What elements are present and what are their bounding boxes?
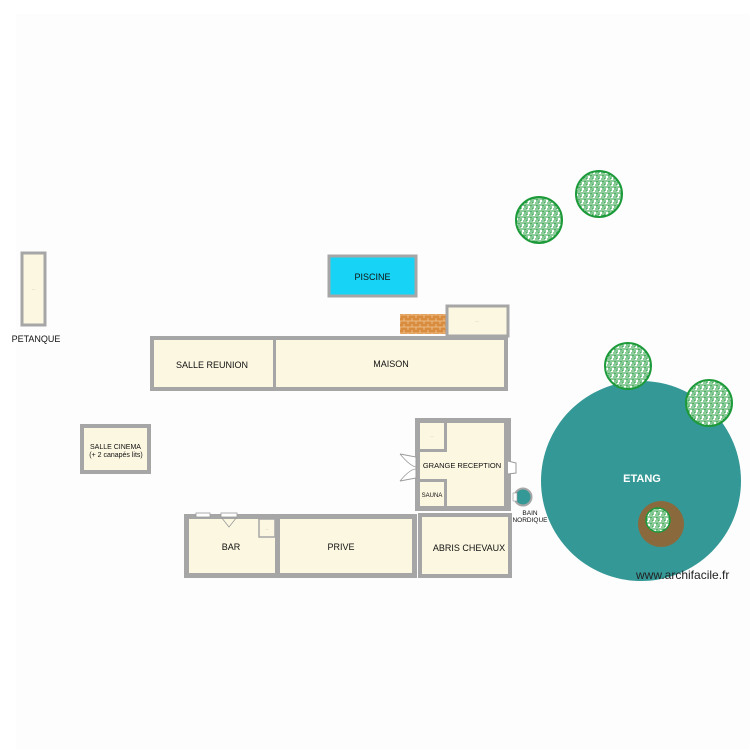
sauna-room[interactable]	[420, 482, 444, 506]
grange-storage-room[interactable]	[420, 423, 444, 449]
petanque-court[interactable]	[20, 251, 47, 327]
bar-wc-room[interactable]	[258, 518, 276, 538]
wc-dimension: ···	[266, 527, 269, 531]
bain-step	[512, 492, 518, 502]
annex-dimension: ····	[475, 319, 479, 323]
label-salle-reunion: SALLE REUNION	[176, 360, 248, 370]
tree-icon	[575, 170, 623, 218]
label-sauna: SAUNA	[422, 493, 443, 499]
label-salle-cinema: SALLE CINEMA	[90, 444, 141, 451]
salle-cinema-room[interactable]	[80, 424, 151, 474]
salle-reunion-room[interactable]	[154, 340, 273, 387]
grange-reception-room[interactable]	[447, 423, 504, 506]
tree-icon	[645, 507, 671, 533]
label-bar: BAR	[222, 542, 241, 552]
label-bain-nordique: NORDIQUE	[512, 517, 548, 524]
petanque-dimension: ····	[32, 287, 36, 291]
abris-chevaux-room[interactable]	[418, 513, 512, 578]
label-abris-chevaux: ABRIS CHEVAUX	[433, 543, 505, 553]
door-icon[interactable]	[399, 453, 417, 482]
door-icon[interactable]	[195, 512, 238, 528]
grange-corridor[interactable]	[420, 452, 447, 479]
label-etang: ETANG	[623, 473, 661, 485]
tree-icon	[685, 379, 733, 427]
storage-dimension: ····	[430, 434, 434, 438]
maison-room[interactable]	[276, 340, 504, 387]
watermark[interactable]: www.archifacile.fr	[636, 568, 730, 582]
label-maison: MAISON	[373, 359, 409, 369]
label-piscine: PISCINE	[354, 272, 390, 282]
piscine-pool[interactable]	[327, 254, 418, 298]
tree-icon	[515, 196, 563, 244]
brick-terrace-icon	[400, 314, 446, 334]
maison-annex[interactable]	[445, 304, 510, 338]
door-icon[interactable]	[507, 460, 517, 475]
label-petanque: PETANQUE	[12, 334, 61, 344]
tree-icon	[604, 342, 652, 390]
label-bain: BAIN	[522, 510, 537, 517]
label-prive: PRIVE	[327, 542, 354, 552]
label-salle-cinema-note: (+ 2 canapés lits)	[89, 452, 143, 459]
prive-room[interactable]	[280, 519, 412, 573]
label-grange-reception: GRANGE RECEPTION	[423, 461, 501, 470]
etang-pond[interactable]	[541, 381, 741, 581]
